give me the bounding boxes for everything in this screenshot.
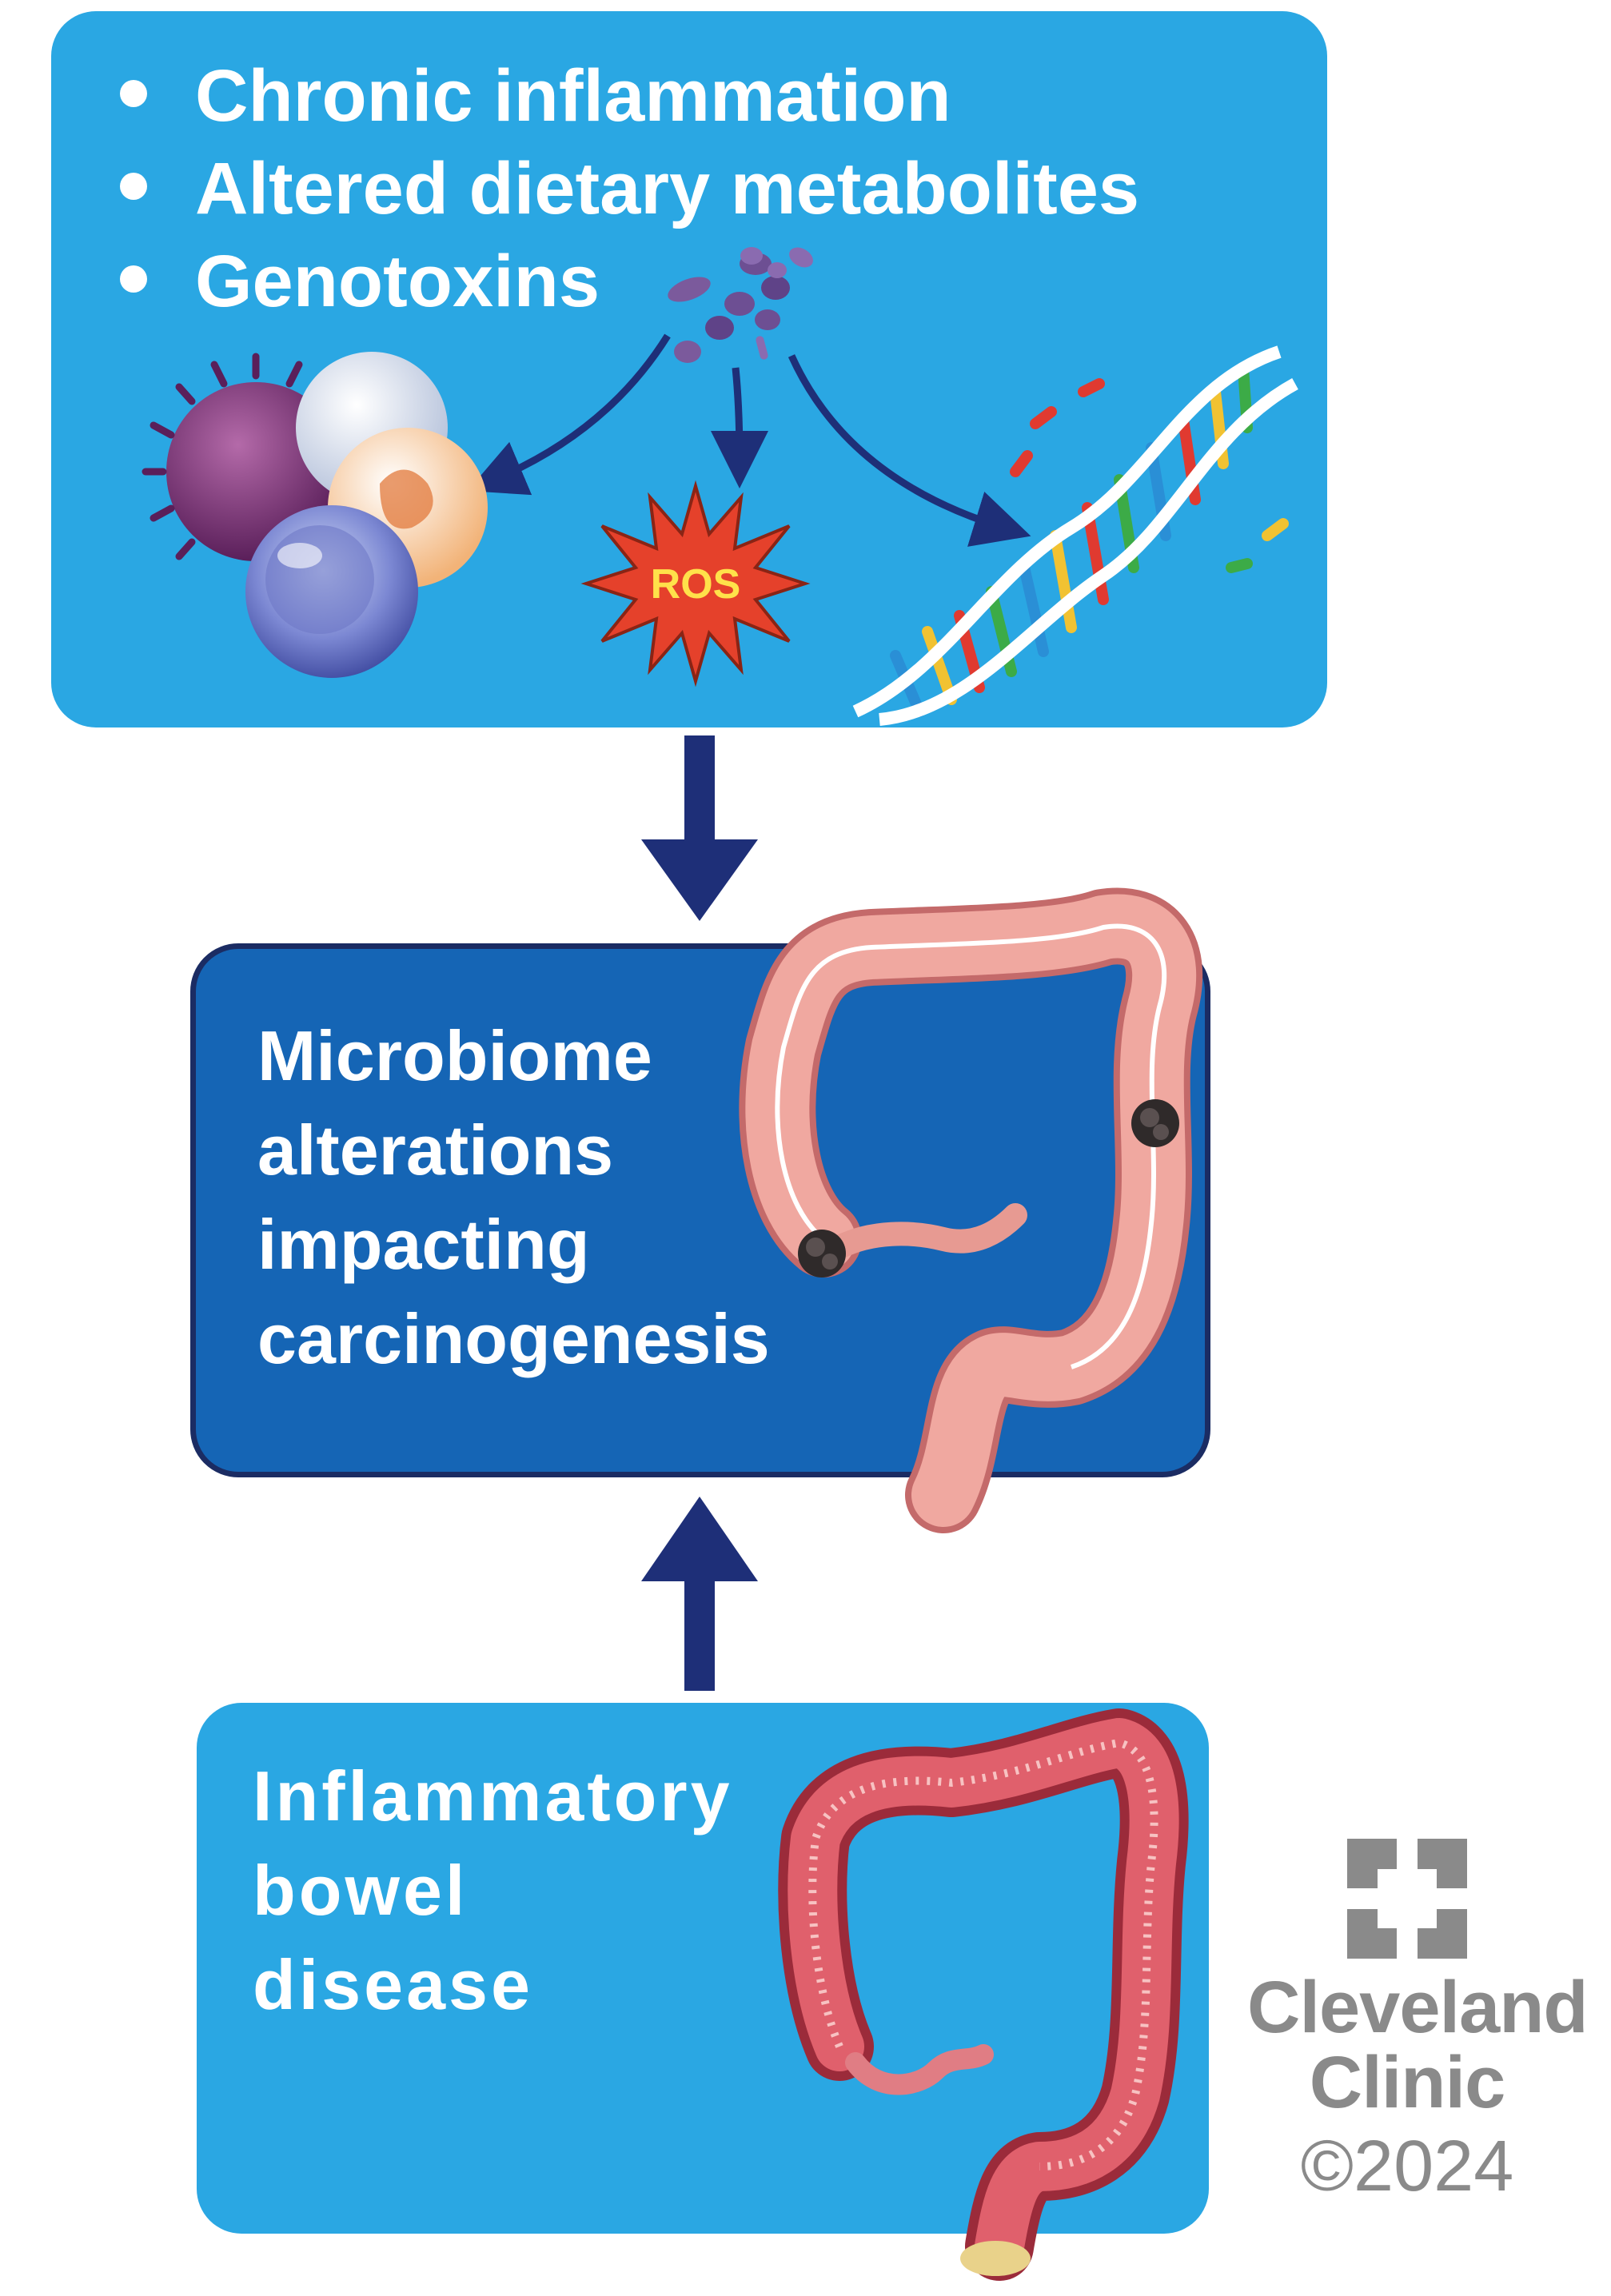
- ros-burst-icon: ROS: [580, 480, 811, 688]
- title-line: carcinogenesis: [257, 1299, 770, 1378]
- cause-label: Altered dietary metabolites: [195, 148, 1140, 229]
- tumor-icon: [1131, 1099, 1179, 1147]
- arrow-up-icon: [641, 1497, 758, 1691]
- bullet-dot: [120, 80, 147, 107]
- copyright-text: ©2024: [1300, 2127, 1514, 2206]
- dna-fragments: [1010, 378, 1289, 573]
- title-line: Inflammatory: [253, 1756, 733, 1836]
- cause-item: Chronic inflammation: [120, 50, 1139, 142]
- cause-label: Chronic inflammation: [195, 55, 951, 137]
- bacteria-arrows-illustration: [467, 247, 1031, 547]
- cause-label: Genotoxins: [195, 241, 600, 322]
- tumor-icon: [798, 1230, 846, 1278]
- title-line: Microbiome: [257, 1016, 652, 1095]
- title-line: alterations: [257, 1110, 614, 1190]
- ros-label: ROS: [651, 561, 741, 608]
- ibd-title: Inflammatory bowel disease: [253, 1749, 733, 2032]
- carcinogenesis-title: Microbiome alterations impacting carcino…: [257, 1009, 770, 1386]
- clinic-cross-icon: [1347, 1839, 1467, 1959]
- ros-star-shape: [580, 480, 811, 688]
- cause-item: Altered dietary metabolites: [120, 142, 1139, 235]
- bullet-dot: [120, 173, 147, 200]
- immune-cells-illustration: [142, 352, 488, 678]
- arrow-down-icon: [641, 735, 758, 921]
- bacteria-icon: [668, 247, 813, 363]
- cause-list: Chronic inflammation Altered dietary met…: [120, 50, 1139, 328]
- title-line: impacting: [257, 1205, 590, 1284]
- dna-helix-illustration: [852, 345, 1298, 726]
- lymphocyte-icon: [245, 505, 418, 678]
- arrow-to-ros: [710, 367, 768, 488]
- bullet-dot: [120, 265, 147, 293]
- inflamed-colon-illustration: [778, 1708, 1189, 2281]
- colon-tumor-illustration: [739, 887, 1203, 1533]
- title-line: disease: [253, 1945, 533, 2024]
- title-line: bowel: [253, 1851, 469, 1930]
- cleveland-clinic-logo: Cleveland Clinic ©2024: [1247, 1839, 1589, 2208]
- brand-line: Cleveland: [1247, 1967, 1589, 2048]
- arrow-to-dna: [788, 354, 1031, 547]
- brand-line: Clinic: [1309, 2042, 1505, 2123]
- arrow-to-immune-cells: [467, 333, 671, 496]
- cause-item: Genotoxins: [120, 235, 1139, 328]
